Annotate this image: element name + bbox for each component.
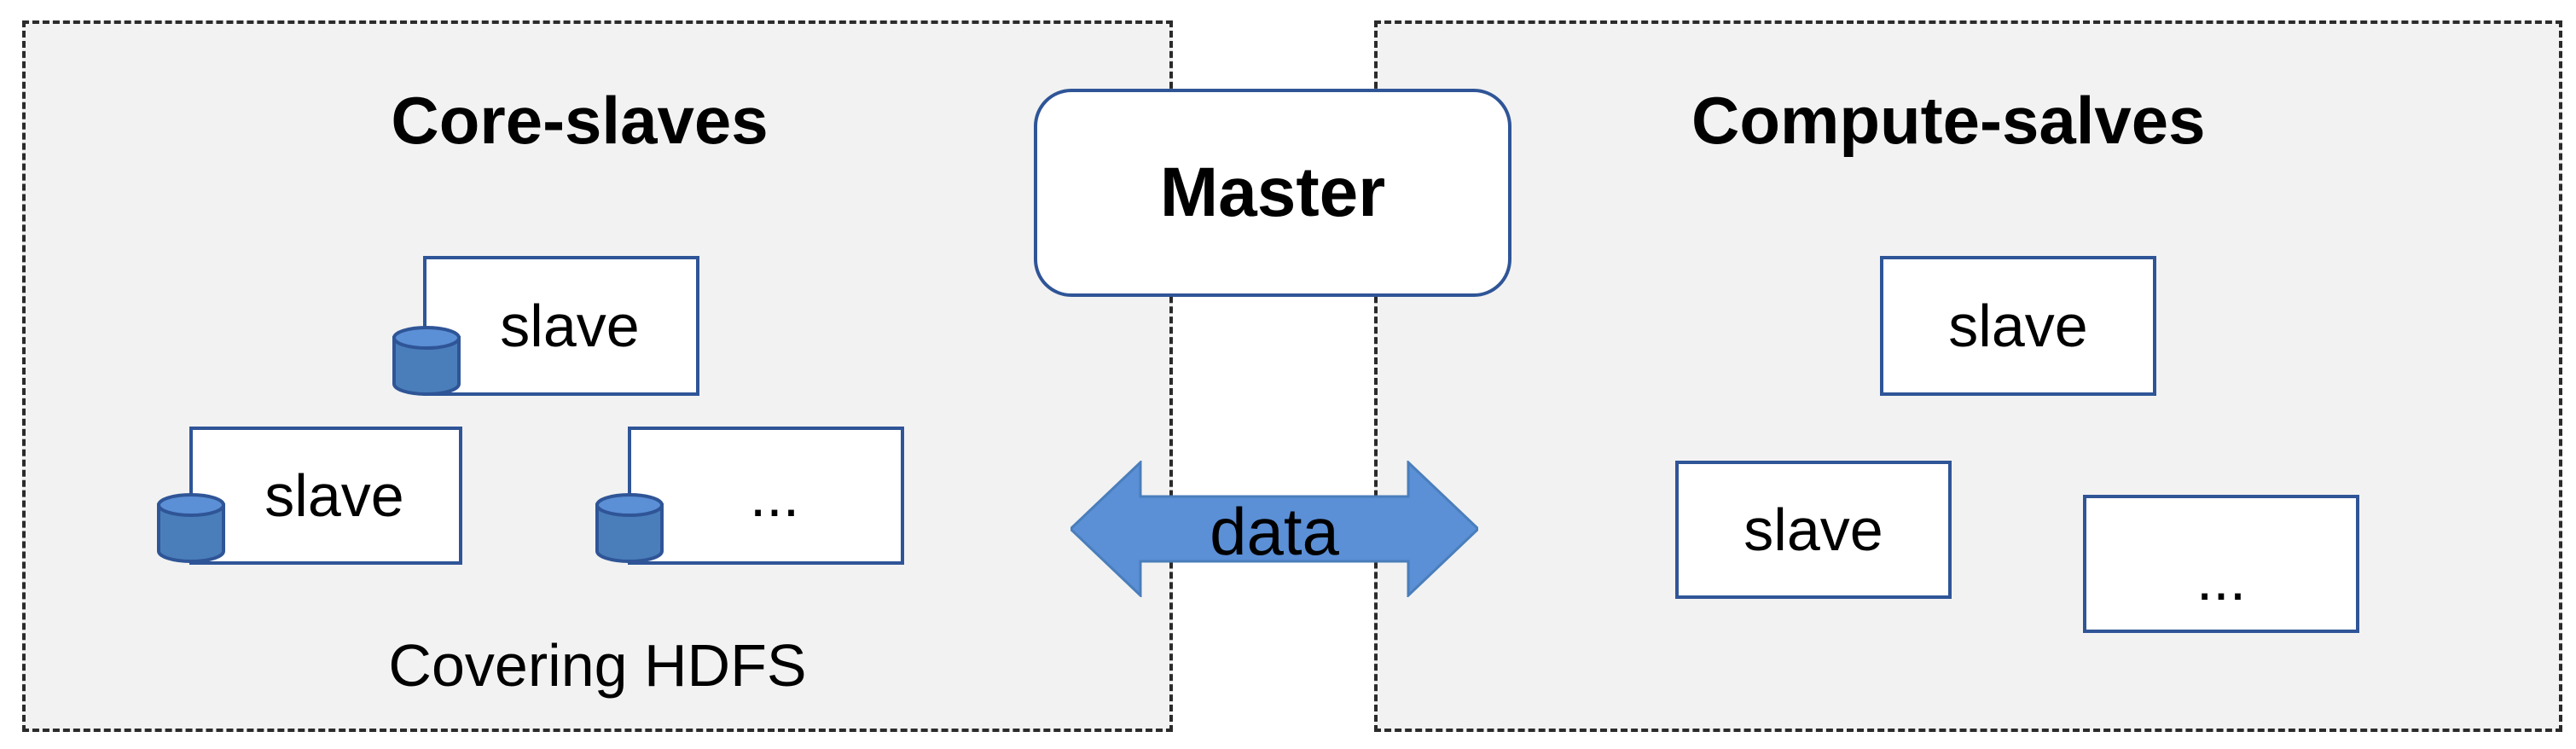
- core-slave-label: slave: [500, 293, 640, 359]
- core-slave-label: slave: [264, 462, 404, 529]
- double-arrow-icon: [1070, 461, 1478, 597]
- compute-slave-node: ...: [2083, 495, 2359, 633]
- data-label: data: [1210, 494, 1339, 569]
- compute-slave-label: ...: [2196, 546, 2247, 613]
- covering-hdfs-caption: Covering HDFS: [388, 632, 807, 699]
- compute-slave-label: slave: [1743, 496, 1883, 563]
- master-node: Master: [1034, 89, 1511, 297]
- core-slave-node: ...: [628, 427, 904, 565]
- database-icon: [157, 493, 225, 563]
- database-icon: [392, 326, 461, 396]
- core-slave-label: ...: [749, 462, 800, 529]
- master-label: Master: [1159, 154, 1386, 231]
- core-slaves-title: Core-slaves: [391, 83, 769, 158]
- compute-slave-label: slave: [1948, 293, 2088, 359]
- database-icon: [595, 493, 664, 563]
- core-slave-node: slave: [189, 427, 462, 565]
- core-slave-node: slave: [423, 256, 699, 396]
- compute-salves-title: Compute-salves: [1691, 83, 2206, 158]
- compute-slave-node: slave: [1675, 461, 1952, 599]
- compute-slave-node: slave: [1880, 256, 2156, 396]
